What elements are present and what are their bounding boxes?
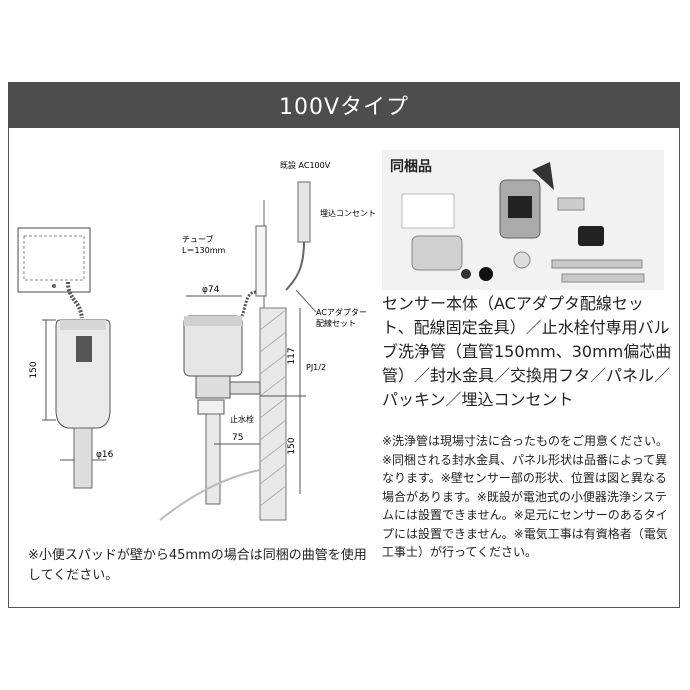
section-banner: 100Vタイプ — [8, 82, 680, 128]
label-adapter-1: ACアダプター — [316, 307, 367, 317]
embedded-outlet — [297, 181, 311, 243]
label-tube: チューブ — [182, 234, 214, 244]
installation-notes: ※洗浄管は現場寸法に合ったものをご用意ください。※同梱される封水金具、パネル形状… — [382, 434, 669, 559]
wall-hatch — [259, 307, 287, 521]
dim-117: 117 — [287, 347, 297, 364]
banner-title: 100Vタイプ — [278, 95, 410, 120]
front-wall-panel — [17, 227, 91, 293]
included-items-description: センサー本体（ACアダプタ配線セット、配線固定金具）／止水栓付専用バルブ洗浄管（… — [382, 294, 672, 409]
included-items-label: 同梱品 — [390, 159, 432, 175]
dim-150-left: 150 — [29, 361, 39, 378]
label-pj: PJ1/2 — [306, 363, 326, 372]
spud-note: ※小便スパッドが壁から45mmの場合は同梱の曲管を使用してください。 — [28, 548, 367, 583]
installation-diagram: 150 φ16 既設 AC100V 埋込コンセント ACアダプター 配線セット … — [17, 160, 376, 521]
dim-phi16: φ16 — [96, 450, 114, 460]
dim-75: 75 — [232, 433, 243, 443]
included-items-illustration — [401, 162, 645, 283]
dim-150-right: 150 — [287, 437, 297, 454]
label-adapter-2: 配線セット — [316, 318, 356, 328]
label-tube-length: L＝130mm — [182, 246, 226, 255]
dim-phi74: φ74 — [202, 285, 220, 295]
front-sensor-body — [55, 319, 111, 429]
label-stop-valve: 止水栓 — [230, 414, 254, 424]
included-items-photo: 同梱品 — [382, 150, 664, 290]
label-existing-ac: 既設 AC100V — [280, 160, 331, 170]
label-outlet: 埋込コンセント — [320, 208, 376, 218]
